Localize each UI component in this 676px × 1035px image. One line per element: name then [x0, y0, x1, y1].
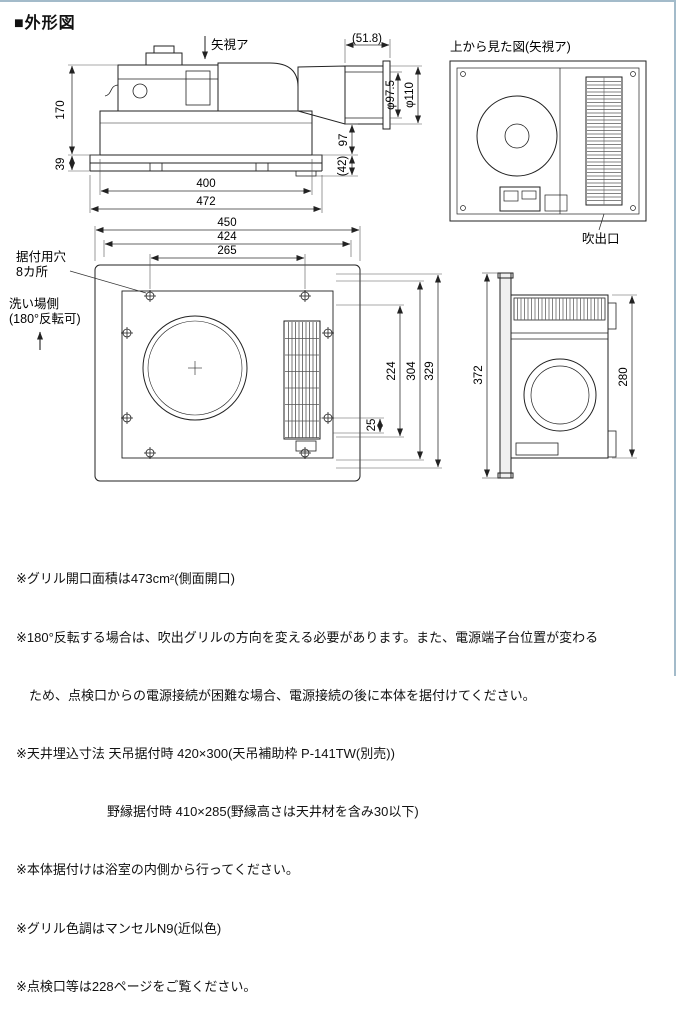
top-view-labels: 上から見た図(矢視ア) 吹出口 — [450, 39, 620, 246]
top-view-title: 上から見た図(矢視ア) — [450, 39, 571, 54]
dim-170: 170 — [55, 100, 67, 119]
dim-450: 450 — [217, 217, 236, 229]
outlet-cone — [297, 65, 346, 125]
top-view — [449, 60, 647, 231]
duct-opening-side — [523, 358, 597, 432]
dim-400: 400 — [196, 178, 215, 190]
duct — [344, 65, 384, 125]
fan-scroll — [217, 62, 299, 112]
bottom-view-grille-hatch-v — [288, 322, 317, 438]
side-view-dimensions — [68, 39, 422, 213]
dim-39: 39 — [55, 158, 67, 171]
right-view-grille-hatch — [517, 298, 602, 320]
terminal-box — [499, 186, 541, 212]
mounting-hole — [121, 412, 133, 424]
motor-body — [117, 64, 219, 112]
bottom-view — [94, 264, 361, 482]
view-arrow-label: 矢視ア — [211, 37, 249, 52]
mounting-hole-leader — [69, 270, 147, 294]
note-line: 野縁据付時 410×285(野縁高さは天井材を含み30以下) — [16, 804, 419, 820]
dim-304: 304 — [406, 361, 418, 381]
mounting-hole — [121, 327, 133, 339]
dim-372: 372 — [473, 365, 485, 384]
dim-phi97-5: φ97.5 — [385, 80, 397, 110]
bottom-view-labels: 450 424 265 25 224 304 329 372 据付用穴 8カ所 … — [9, 217, 485, 431]
top-view-grille-hatch — [587, 81, 621, 201]
right-view-dimensions — [612, 294, 637, 459]
dim-51-8: (51.8) — [352, 33, 382, 45]
outlet-label: 吹出口 — [582, 232, 620, 246]
top-view-inner — [456, 67, 640, 215]
page-title: ■外形図 — [14, 15, 76, 32]
outlet-leader — [598, 213, 605, 231]
duct-flange — [382, 60, 391, 130]
dim-phi110: φ110 — [404, 82, 416, 108]
washing-side-note: (180°反転可) — [9, 312, 81, 326]
mounting-hole — [299, 290, 311, 302]
fan-scroll-top — [476, 95, 558, 177]
bottom-view-grille-hatch-h — [285, 338, 319, 438]
panel-outline — [94, 264, 361, 482]
capacitor — [185, 70, 211, 106]
dim-25: 25 — [366, 419, 378, 432]
notes-section: ※グリル開口面積は473cm²(側面開口) ※180°反転する場合は、吹出グリル… — [0, 527, 674, 1035]
motor-bearing — [132, 83, 148, 99]
ceiling-flange — [89, 154, 323, 164]
top-view-outer — [449, 60, 647, 222]
motor-top — [145, 52, 183, 66]
unit-body — [99, 110, 313, 156]
note-line: ため、点検口からの電源接続が困難な場合、電源接続の後に本体を据付けてください。 — [16, 687, 536, 703]
outlet-grille-bottom — [283, 320, 321, 440]
right-side-view — [497, 272, 617, 479]
mounting-holes-count: 8カ所 — [16, 265, 48, 279]
bottom-view-leaders — [36, 270, 147, 350]
dim-224: 224 — [386, 361, 398, 381]
dim-42: (42) — [337, 156, 349, 177]
body-outline — [121, 290, 334, 459]
right-view-labels: 280 — [618, 367, 630, 386]
motor-cap — [153, 45, 175, 54]
dim-472: 472 — [196, 196, 215, 208]
mounting-holes-label: 据付用穴 — [16, 249, 67, 264]
mounting-hole — [144, 290, 156, 302]
note-line: ※180°反転する場合は、吹出グリルの方向を変える必要があります。また、電源端子… — [16, 629, 599, 645]
wire — [104, 84, 119, 97]
note-line: ※グリル色調はマンセルN9(近似色) — [16, 920, 222, 936]
mounting-hole — [322, 327, 334, 339]
washing-side-label: 洗い場側 — [9, 297, 59, 311]
dim-329: 329 — [424, 361, 436, 380]
outline-drawing: 矢視ア 400 472 (51.8) 170 39 φ97.5 φ110 97 … — [9, 33, 647, 482]
note-line: ※点検口等は228ページをご覧ください。 — [16, 978, 257, 994]
intake-opening — [142, 315, 248, 421]
dim-424: 424 — [217, 231, 237, 243]
manual-page: ■外形図 — [0, 0, 676, 994]
side-view-labels: 矢視ア 400 472 (51.8) 170 39 φ97.5 φ110 97 … — [55, 33, 416, 208]
mounting-hole — [144, 447, 156, 459]
note-line: ※天井埋込寸法 天吊据付時 420×300(天吊補助枠 P-141TW(別売)) — [16, 746, 395, 762]
dim-265: 265 — [217, 245, 236, 257]
note-line: ※グリル開口面積は473cm²(側面開口) — [16, 571, 235, 587]
note-line: ※本体据付けは浴室の内側から行ってください。 — [16, 862, 299, 878]
body-side — [510, 294, 609, 459]
mounting-hole — [299, 447, 311, 459]
bottom-view-dimensions — [94, 226, 498, 479]
dim-280: 280 — [618, 367, 630, 386]
panel-edge — [499, 272, 512, 479]
dim-97: 97 — [338, 134, 350, 147]
